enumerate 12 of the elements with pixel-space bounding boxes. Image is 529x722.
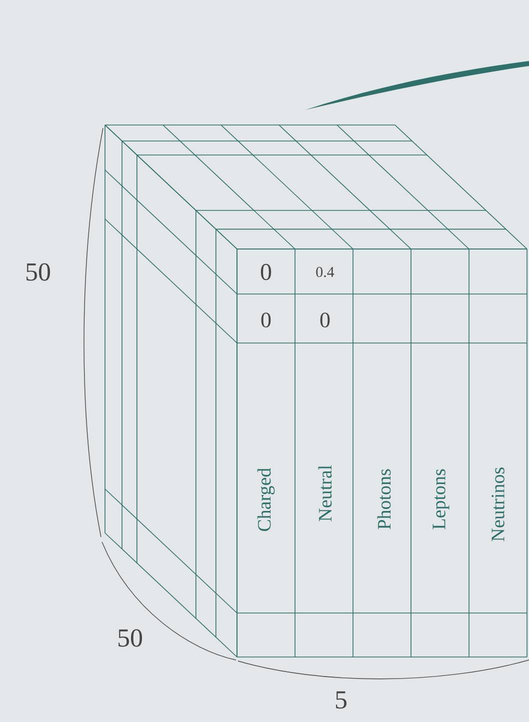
column-label: Neutrinos [492, 468, 504, 542]
cell-value: 0 [320, 312, 330, 328]
cell-value: 0 [261, 312, 271, 328]
column-label: Charged [257, 468, 275, 532]
cell-value: 0 [260, 264, 272, 280]
column-label: Photons [377, 469, 391, 530]
dimension-label: 50 [26, 263, 50, 281]
column-label: Leptons [432, 469, 450, 530]
dimension-label: 5 [336, 691, 346, 709]
dimension-label: 50 [118, 629, 142, 647]
column-label: Neutral [318, 465, 332, 522]
cell-value: 0.4 [316, 266, 334, 278]
